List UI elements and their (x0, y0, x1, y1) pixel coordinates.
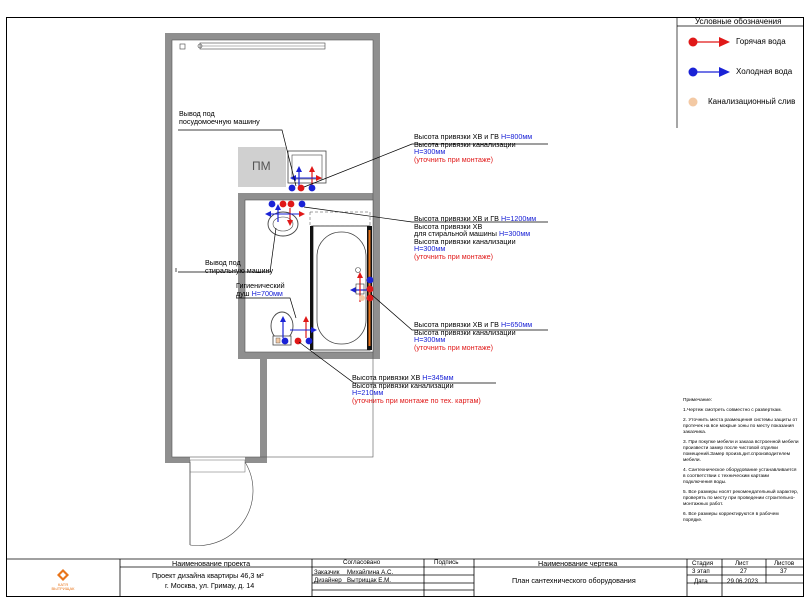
washer-callout: Вывод под стиральную машину (205, 258, 274, 275)
designer-label: Дизайнер (314, 577, 342, 584)
drawing-frame (6, 17, 804, 597)
agreed-header: Согласовано (343, 559, 381, 566)
sheet-header: Лист (735, 560, 749, 567)
legend-cold-water-label: Холодная вода (736, 67, 793, 76)
designer-name: Вытрищак Е.М. (347, 577, 391, 584)
sheets-value: 37 (780, 568, 787, 575)
kitchen-pipe-markers (288, 166, 322, 192)
legend-title: Условные обозначения (695, 17, 782, 26)
client-label: Заказчик (314, 569, 340, 576)
hygienic-shower-callout: Гигиенический душ Н=700мм (236, 281, 285, 298)
logo-mark (57, 569, 69, 581)
drawing-name: План сантехнического оборудования (512, 576, 636, 585)
pm-label: ПМ (252, 159, 271, 173)
notes-block: Примечание: 1.Чертеж смотреть совместно … (683, 398, 799, 523)
sheet-value: 27 (740, 568, 747, 575)
stage-header: Стадия (692, 560, 714, 567)
date-value: 29.06.2023 (727, 578, 758, 585)
project-name-line1: Проект дизайна квартиры 46,3 м² (152, 571, 264, 580)
project-name-line2: г. Москва, ул. Гримау, д. 14 (165, 581, 255, 590)
bath-pipe-markers (350, 272, 374, 302)
project-header: Наименование проекта (172, 559, 251, 568)
bath-callout: Высота привязки ХВ и ГВ Н=650мм Высота п… (414, 320, 533, 352)
client-name: Михайлина А.С. (347, 569, 394, 576)
legend-symbols (676, 17, 803, 128)
sink-pipe-markers (265, 200, 306, 226)
date-label: Дата (694, 578, 708, 585)
bathtub (312, 225, 371, 351)
dishwasher-zone (238, 147, 286, 187)
sink-callout: Высота привязки ХВ и ГВ Н=1200мм Высота … (414, 214, 537, 261)
dishwasher-callout: Вывод под посудомоечную машину (179, 109, 260, 126)
signature-header: Подпись (434, 559, 459, 566)
drawing-header: Наименование чертежа (538, 559, 618, 568)
toilet-callout: Высота привязки ХВ Н=345мм Высота привяз… (352, 373, 481, 405)
title-block-grid (6, 558, 804, 597)
logo-text: КАТЯ ВЫТРИЩАК (51, 582, 75, 592)
sheets-header: Листов (774, 560, 795, 567)
kitchen-callout: Высота привязки ХВ и ГВ Н=800мм Высота п… (414, 132, 533, 164)
leader-lines (175, 129, 548, 384)
toilet-pipe-markers (280, 316, 317, 345)
legend-hot-water-label: Горячая вода (736, 37, 786, 46)
stage-value: 3 этап (692, 568, 710, 575)
legend-drain-label: Канализационный слив (708, 97, 796, 106)
